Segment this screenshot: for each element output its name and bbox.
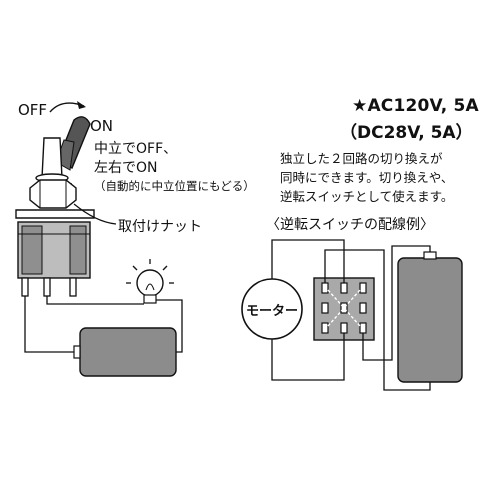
wiring-title: 〈逆転スイッチの配線例〉 — [266, 217, 434, 233]
description-line3: 逆転スイッチとして使えます。 — [280, 189, 454, 204]
arrow-head — [77, 101, 86, 109]
nut-leader-line — [73, 203, 117, 225]
mounting-plate — [15, 209, 95, 219]
switch-body — [17, 221, 91, 279]
right-circuit-wires — [271, 239, 431, 391]
spec-rating-ac: ★AC120V, 5A — [352, 96, 479, 116]
dpdt-switch — [313, 277, 375, 341]
toggle-note-line2: 左右でON — [94, 160, 158, 176]
motor-label: モーター — [246, 304, 299, 319]
light-bulb-icon — [126, 259, 174, 304]
battery-right — [397, 251, 463, 383]
nut-label: 取付けナット — [118, 219, 202, 235]
battery-left — [73, 327, 177, 377]
left-circuit-wires — [24, 296, 183, 353]
switch-terminals — [21, 277, 77, 297]
toggle-note-line1: 中立でOFF、 — [94, 141, 178, 157]
spec-rating-dc: （DC28V, 5A） — [340, 123, 473, 143]
toggle-note-line3: （自動的に中立位置にもどる） — [94, 179, 255, 193]
on-label: ON — [90, 117, 114, 135]
off-label: OFF — [18, 101, 48, 119]
description-line1: 独立した２回路の切り換えが — [280, 151, 443, 166]
mounting-nut — [29, 179, 77, 209]
description-line2: 同時にできます。切り換えや、 — [280, 170, 454, 185]
